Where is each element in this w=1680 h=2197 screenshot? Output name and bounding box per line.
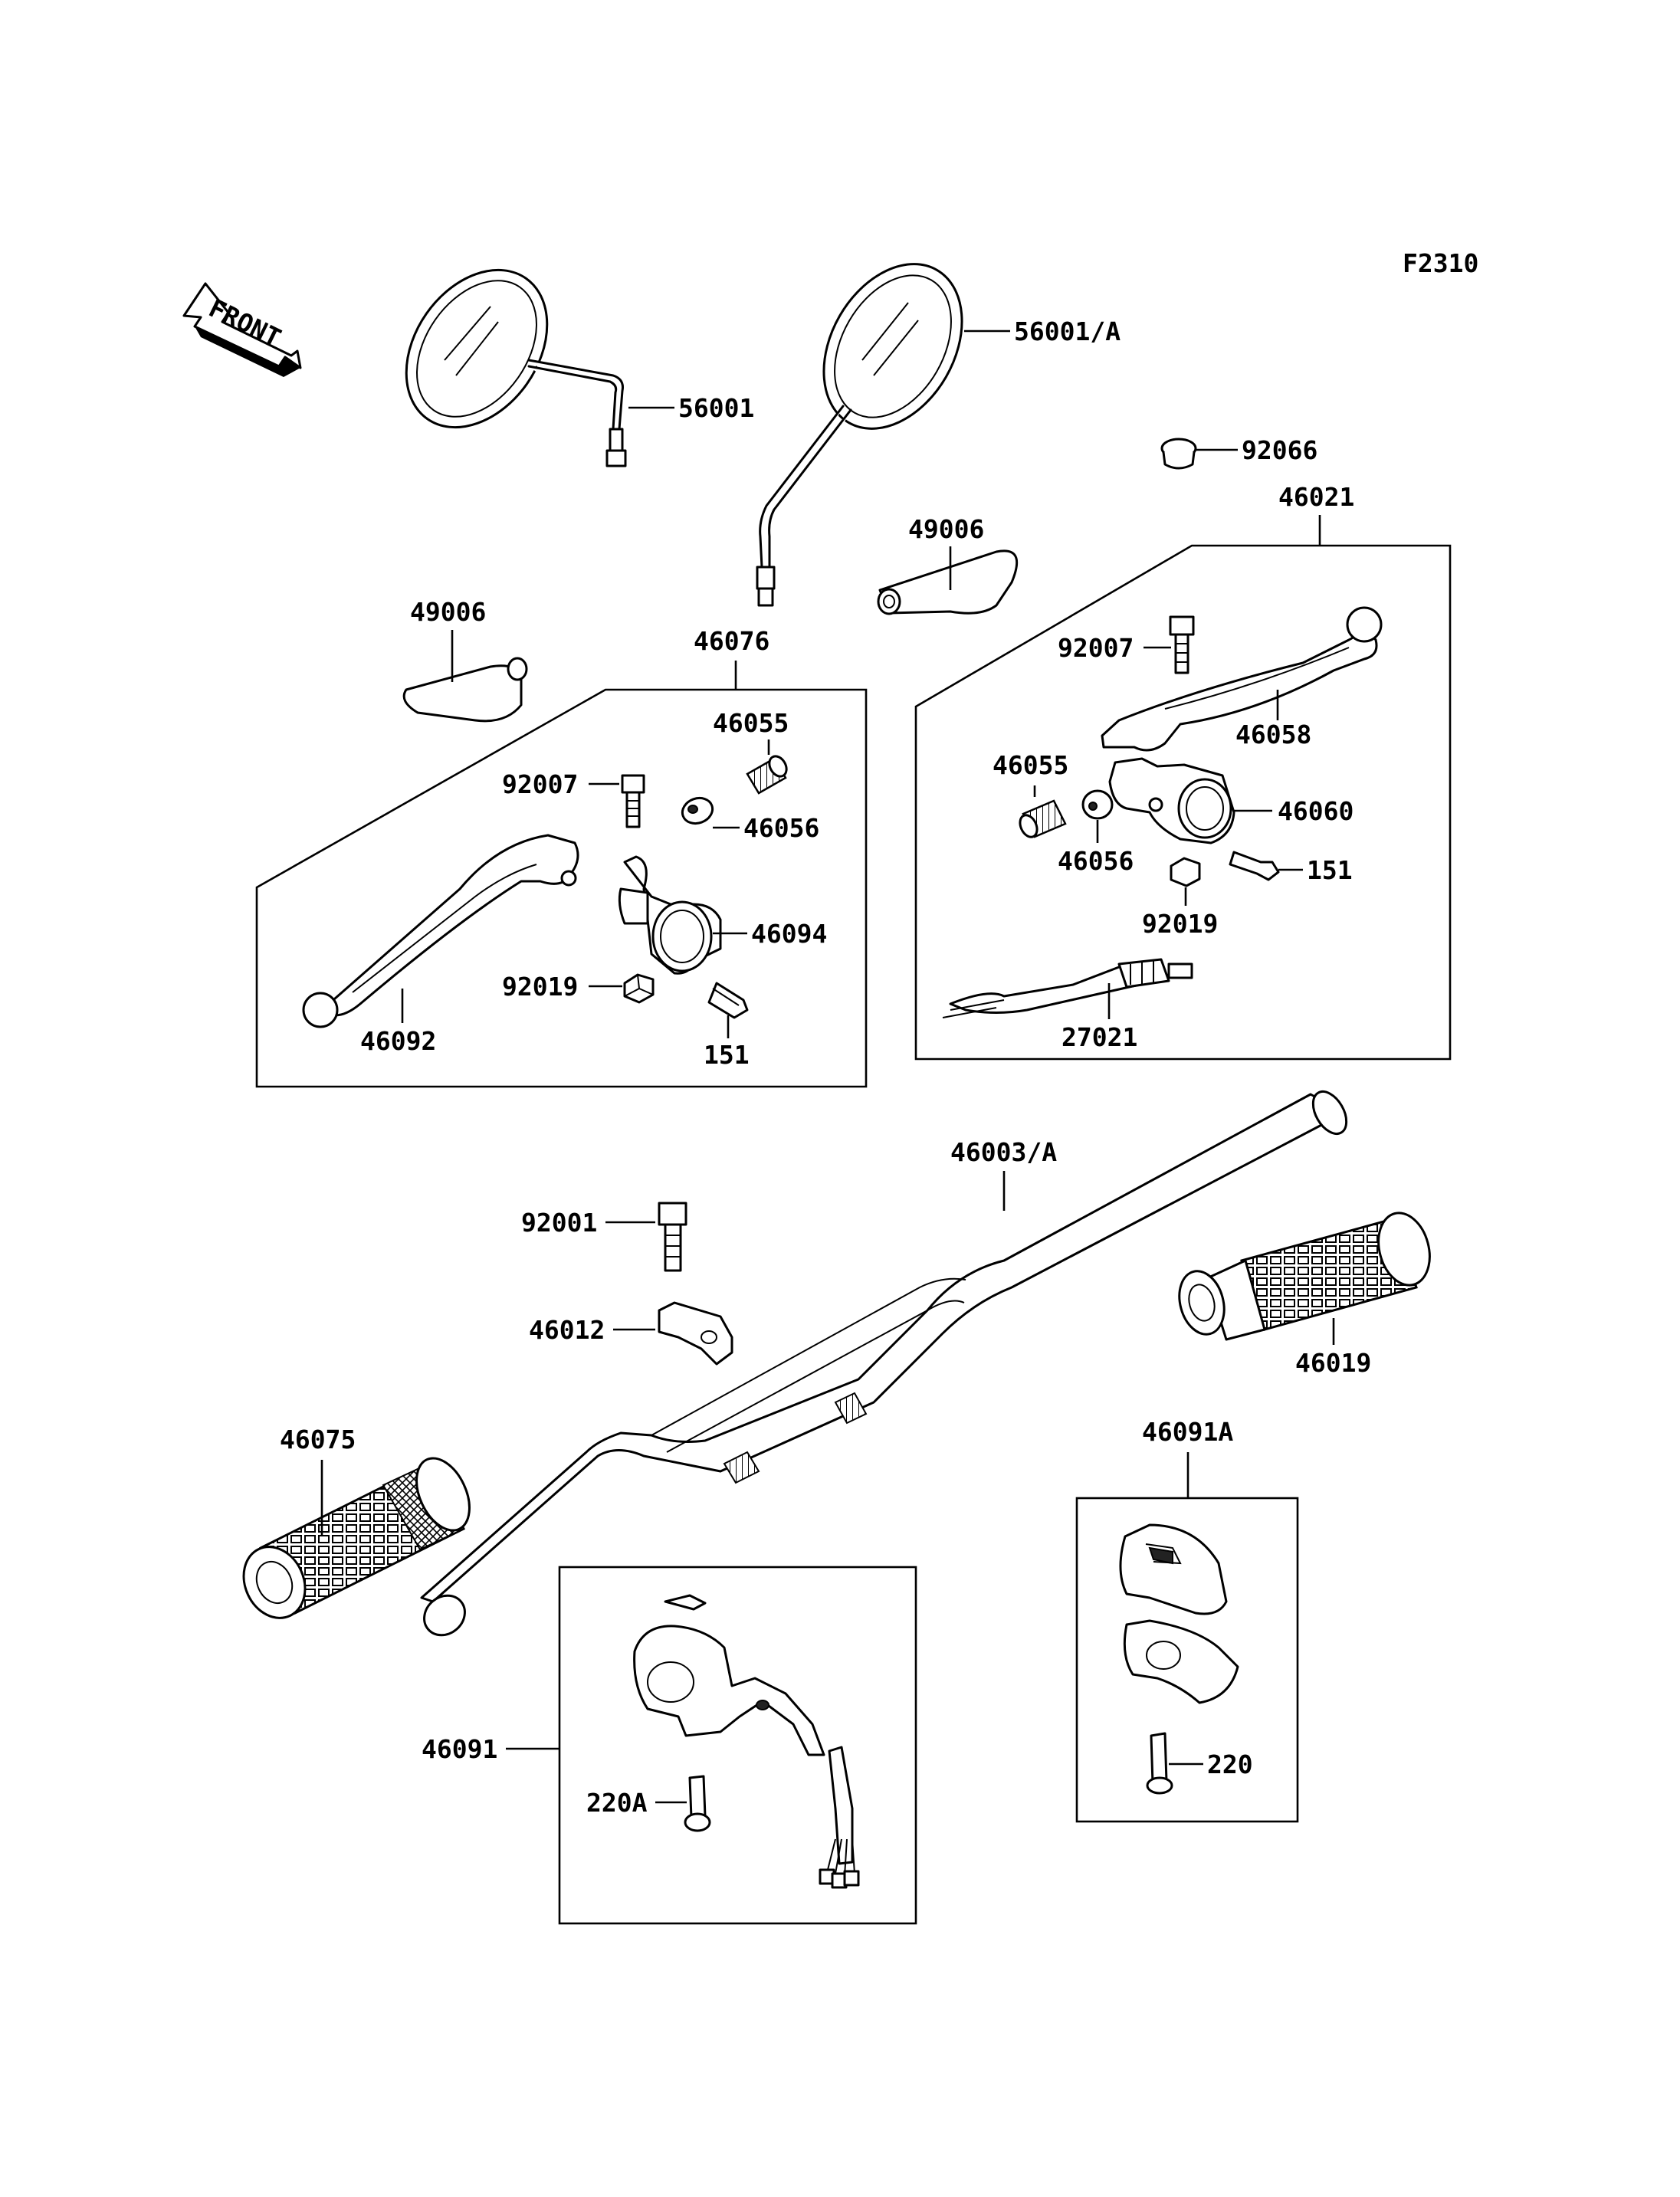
label-92007-left: 92007 — [502, 769, 578, 799]
lever-46058 — [1101, 606, 1383, 752]
label-92019-left: 92019 — [502, 972, 578, 1002]
grip-46019 — [1178, 1212, 1431, 1341]
switch-27021 — [942, 958, 1193, 1018]
screw-151-right — [1229, 851, 1280, 881]
assembly-box-46021 — [914, 544, 1452, 1061]
switch-housing-46091a — [1119, 1523, 1239, 1704]
label-46094: 46094 — [751, 919, 827, 949]
handguard-right — [877, 549, 1019, 615]
label-49006-right: 49006 — [908, 514, 984, 544]
clamp-46012 — [658, 1301, 733, 1366]
assembly-box-46091 — [558, 1566, 917, 1925]
label-220: 220 — [1207, 1749, 1253, 1779]
label-46055-left: 46055 — [713, 708, 789, 738]
label-46055-right: 46055 — [993, 750, 1068, 780]
label-46060: 46060 — [1278, 796, 1354, 826]
handlebar-46003a — [420, 1090, 1348, 1637]
assembly-box-46091a — [1075, 1497, 1299, 1823]
label-46056-right: 46056 — [1058, 846, 1134, 876]
label-46012: 46012 — [529, 1315, 605, 1345]
label-46075: 46075 — [280, 1425, 356, 1454]
label-46091: 46091 — [422, 1734, 497, 1764]
label-46091a: 46091A — [1142, 1417, 1233, 1447]
label-27021: 27021 — [1061, 1022, 1137, 1052]
label-92066: 92066 — [1242, 435, 1317, 465]
handguard-left — [402, 657, 528, 723]
nut-46056-left — [681, 796, 714, 825]
screw-220a — [684, 1775, 711, 1832]
screw-151-left — [707, 982, 749, 1019]
assembly-box-46076 — [255, 688, 868, 1088]
holder-46060 — [1108, 757, 1235, 844]
mirror-right — [756, 263, 963, 607]
grip-46075 — [242, 1457, 471, 1619]
switch-housing-46091 — [633, 1594, 860, 1889]
adjuster-46055-right — [1019, 799, 1067, 838]
holder-46094 — [618, 855, 722, 975]
label-151-left: 151 — [704, 1040, 750, 1070]
label-92019-right: 92019 — [1142, 909, 1218, 939]
label-92007-right: 92007 — [1058, 633, 1134, 663]
label-56001: 56001 — [678, 393, 754, 423]
label-46021: 46021 — [1278, 482, 1354, 512]
bolt-92007-right — [1169, 615, 1195, 674]
cap-92066 — [1160, 438, 1197, 470]
label-46003a: 46003/A — [950, 1137, 1057, 1167]
label-56001a: 56001/A — [1014, 316, 1121, 346]
figure-code: F2310 — [1403, 248, 1478, 278]
lever-46092 — [302, 834, 579, 1028]
label-220a: 220A — [586, 1788, 648, 1818]
adjuster-46055-left — [746, 755, 788, 795]
label-46092: 46092 — [360, 1026, 436, 1056]
label-46076: 46076 — [694, 626, 769, 656]
bolt-92007-left — [621, 774, 645, 828]
bolt-92001 — [658, 1202, 687, 1272]
label-46056-left: 46056 — [743, 813, 819, 843]
screw-220 — [1146, 1732, 1173, 1795]
nut-46056-right — [1081, 789, 1114, 820]
label-49006-left: 49006 — [410, 597, 486, 627]
nut-92019-right — [1170, 857, 1201, 887]
label-46058: 46058 — [1235, 720, 1311, 749]
front-arrow-icon: FRONT — [182, 282, 302, 377]
label-92001: 92001 — [521, 1208, 597, 1238]
mirror-left — [405, 268, 627, 467]
label-46019: 46019 — [1295, 1348, 1371, 1378]
label-151-right: 151 — [1307, 855, 1353, 885]
nut-92019-left — [623, 973, 655, 1004]
